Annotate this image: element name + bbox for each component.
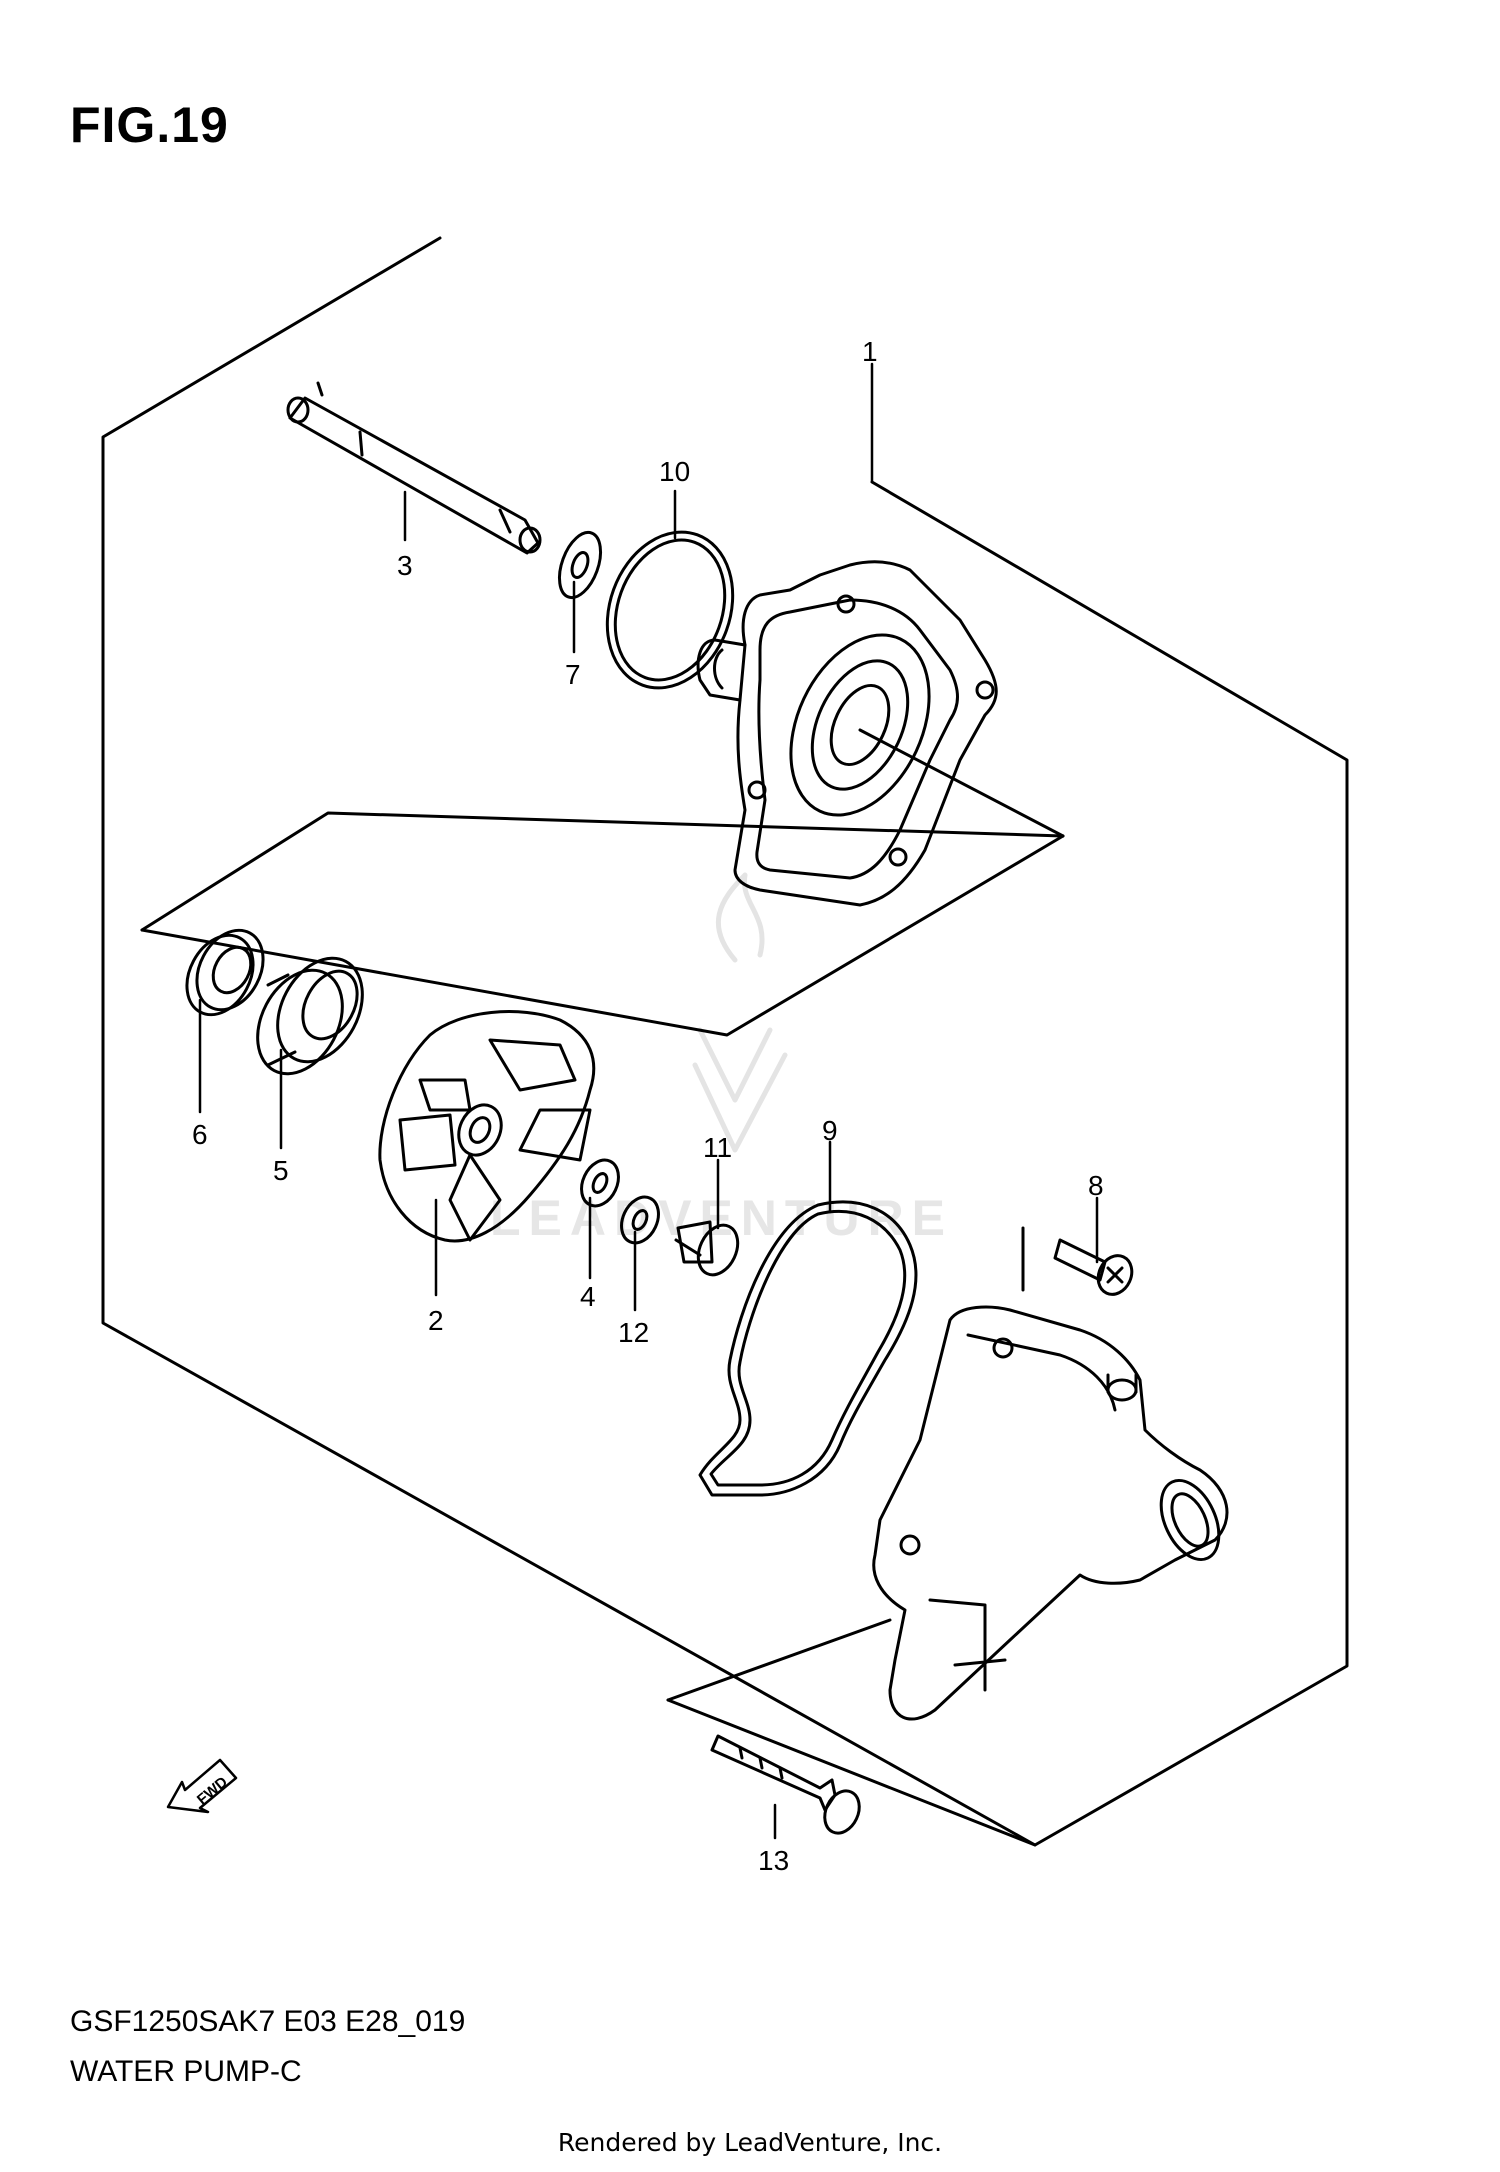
- bolt-11: [674, 1220, 740, 1277]
- leadventure-logo-icon: [692, 872, 788, 1153]
- pump-bracket-top: [666, 1618, 892, 1702]
- sub-assembly-bracket: [140, 811, 1065, 932]
- assembly-outline: [101, 236, 1349, 1847]
- pump-case: [872, 1305, 1229, 1721]
- callout-13: 13: [758, 1845, 789, 1876]
- pump-body: [696, 560, 998, 907]
- callout-4: 4: [580, 1281, 596, 1312]
- callout-leaders: [198, 362, 1099, 1840]
- screw-8: [1053, 1238, 1134, 1296]
- forward-arrow-icon: FWD: [166, 1758, 238, 1814]
- impeller-2: [378, 1010, 596, 1243]
- callout-12: 12: [618, 1317, 649, 1348]
- figure-title: FIG.19: [70, 97, 229, 153]
- watermark-text: LEADVENTURE: [490, 1190, 953, 1246]
- callout-5: 5: [273, 1155, 289, 1186]
- pump-shaft: [286, 381, 542, 555]
- washer-12: [620, 1195, 660, 1245]
- bolt-13: [710, 1734, 861, 1835]
- o-ring-10: [605, 530, 735, 690]
- oil-seal-6: [185, 928, 265, 1017]
- callout-11: 11: [703, 1132, 732, 1163]
- model-code: GSF1250SAK7 E03 E28_019: [70, 2005, 466, 2038]
- callout-10: 10: [659, 456, 690, 487]
- pump-bracket: [666, 1698, 1037, 1847]
- rendered-by-credit: Rendered by LeadVenture, Inc.: [557, 2128, 943, 2157]
- callout-6: 6: [192, 1119, 208, 1150]
- callout-9: 9: [822, 1115, 838, 1146]
- leader-line: [858, 728, 1065, 838]
- callout-8: 8: [1088, 1170, 1104, 1201]
- callout-7: 7: [565, 659, 581, 690]
- callout-3: 3: [397, 550, 413, 581]
- gasket-9: [698, 1200, 918, 1497]
- washer-7: [557, 530, 603, 600]
- mechanical-seal-5: [256, 956, 364, 1076]
- callout-2: 2: [428, 1305, 444, 1336]
- diagram-name: WATER PUMP-C: [70, 2055, 302, 2088]
- callout-1: 1: [862, 336, 878, 367]
- sub-assembly-bracket-lower: [140, 834, 1065, 1037]
